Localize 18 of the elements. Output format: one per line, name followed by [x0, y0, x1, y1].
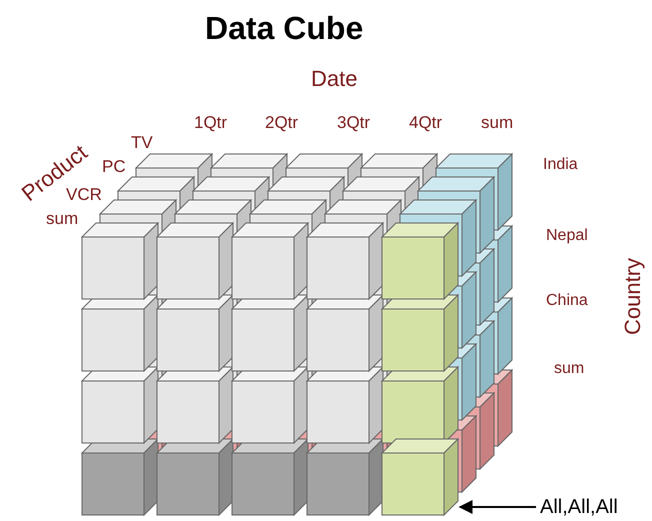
row-label: sum	[554, 361, 584, 377]
title: Data Cube	[205, 12, 364, 44]
cube-cell	[380, 438, 460, 516]
row-label: Nepal	[546, 228, 588, 244]
row-label: China	[546, 293, 588, 309]
axis-title: Country	[622, 258, 644, 335]
cell-label: All,All,All	[540, 497, 618, 517]
column-label: 1Qtr	[194, 114, 228, 131]
row-label: sum	[46, 210, 78, 227]
row-label: India	[543, 157, 578, 173]
column-label: 2Qtr	[265, 114, 298, 131]
leader-arrow	[458, 500, 536, 514]
column-label: 3Qtr	[337, 114, 370, 131]
column-label: sum	[481, 114, 514, 131]
row-label: TV	[131, 134, 153, 151]
axis-title: Date	[311, 68, 358, 90]
column-label: 4Qtr	[409, 114, 442, 131]
row-label: PC	[102, 158, 126, 175]
